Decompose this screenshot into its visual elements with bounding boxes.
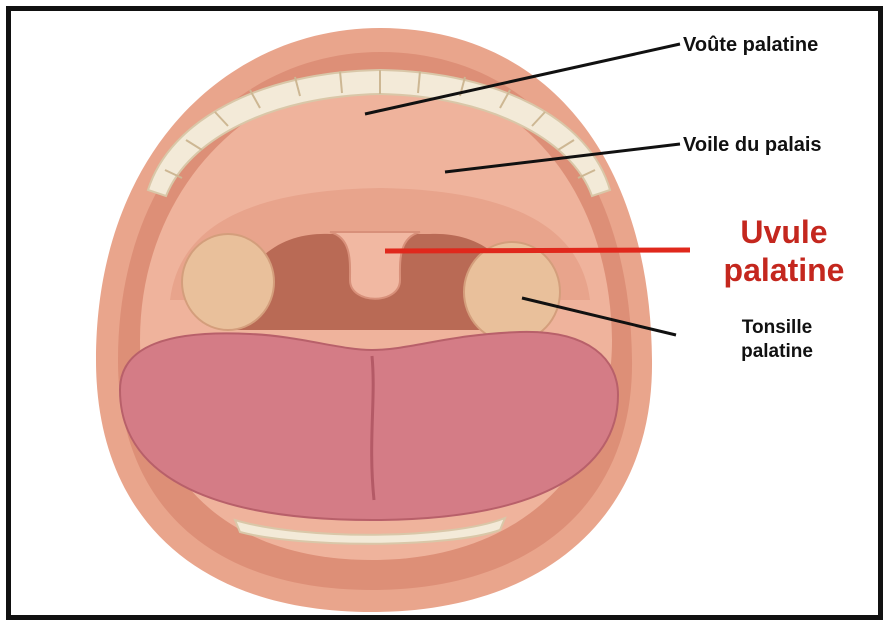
left-tonsil — [182, 234, 274, 330]
tongue — [120, 332, 618, 520]
label-voile-du-palais: Voile du palais — [683, 134, 822, 157]
label-tonsille-line2: palatine — [712, 340, 842, 364]
label-uvule-palatine: Uvule palatine — [704, 213, 864, 289]
leader-uvule — [385, 250, 690, 251]
label-tonsille-palatine: Tonsille palatine — [712, 316, 842, 364]
label-uvule-line2: palatine — [704, 251, 864, 289]
label-tonsille-line1: Tonsille — [712, 316, 842, 340]
label-uvule-line1: Uvule — [704, 213, 864, 251]
right-tonsil — [464, 242, 560, 342]
label-voute-palatine: Voûte palatine — [683, 34, 818, 57]
